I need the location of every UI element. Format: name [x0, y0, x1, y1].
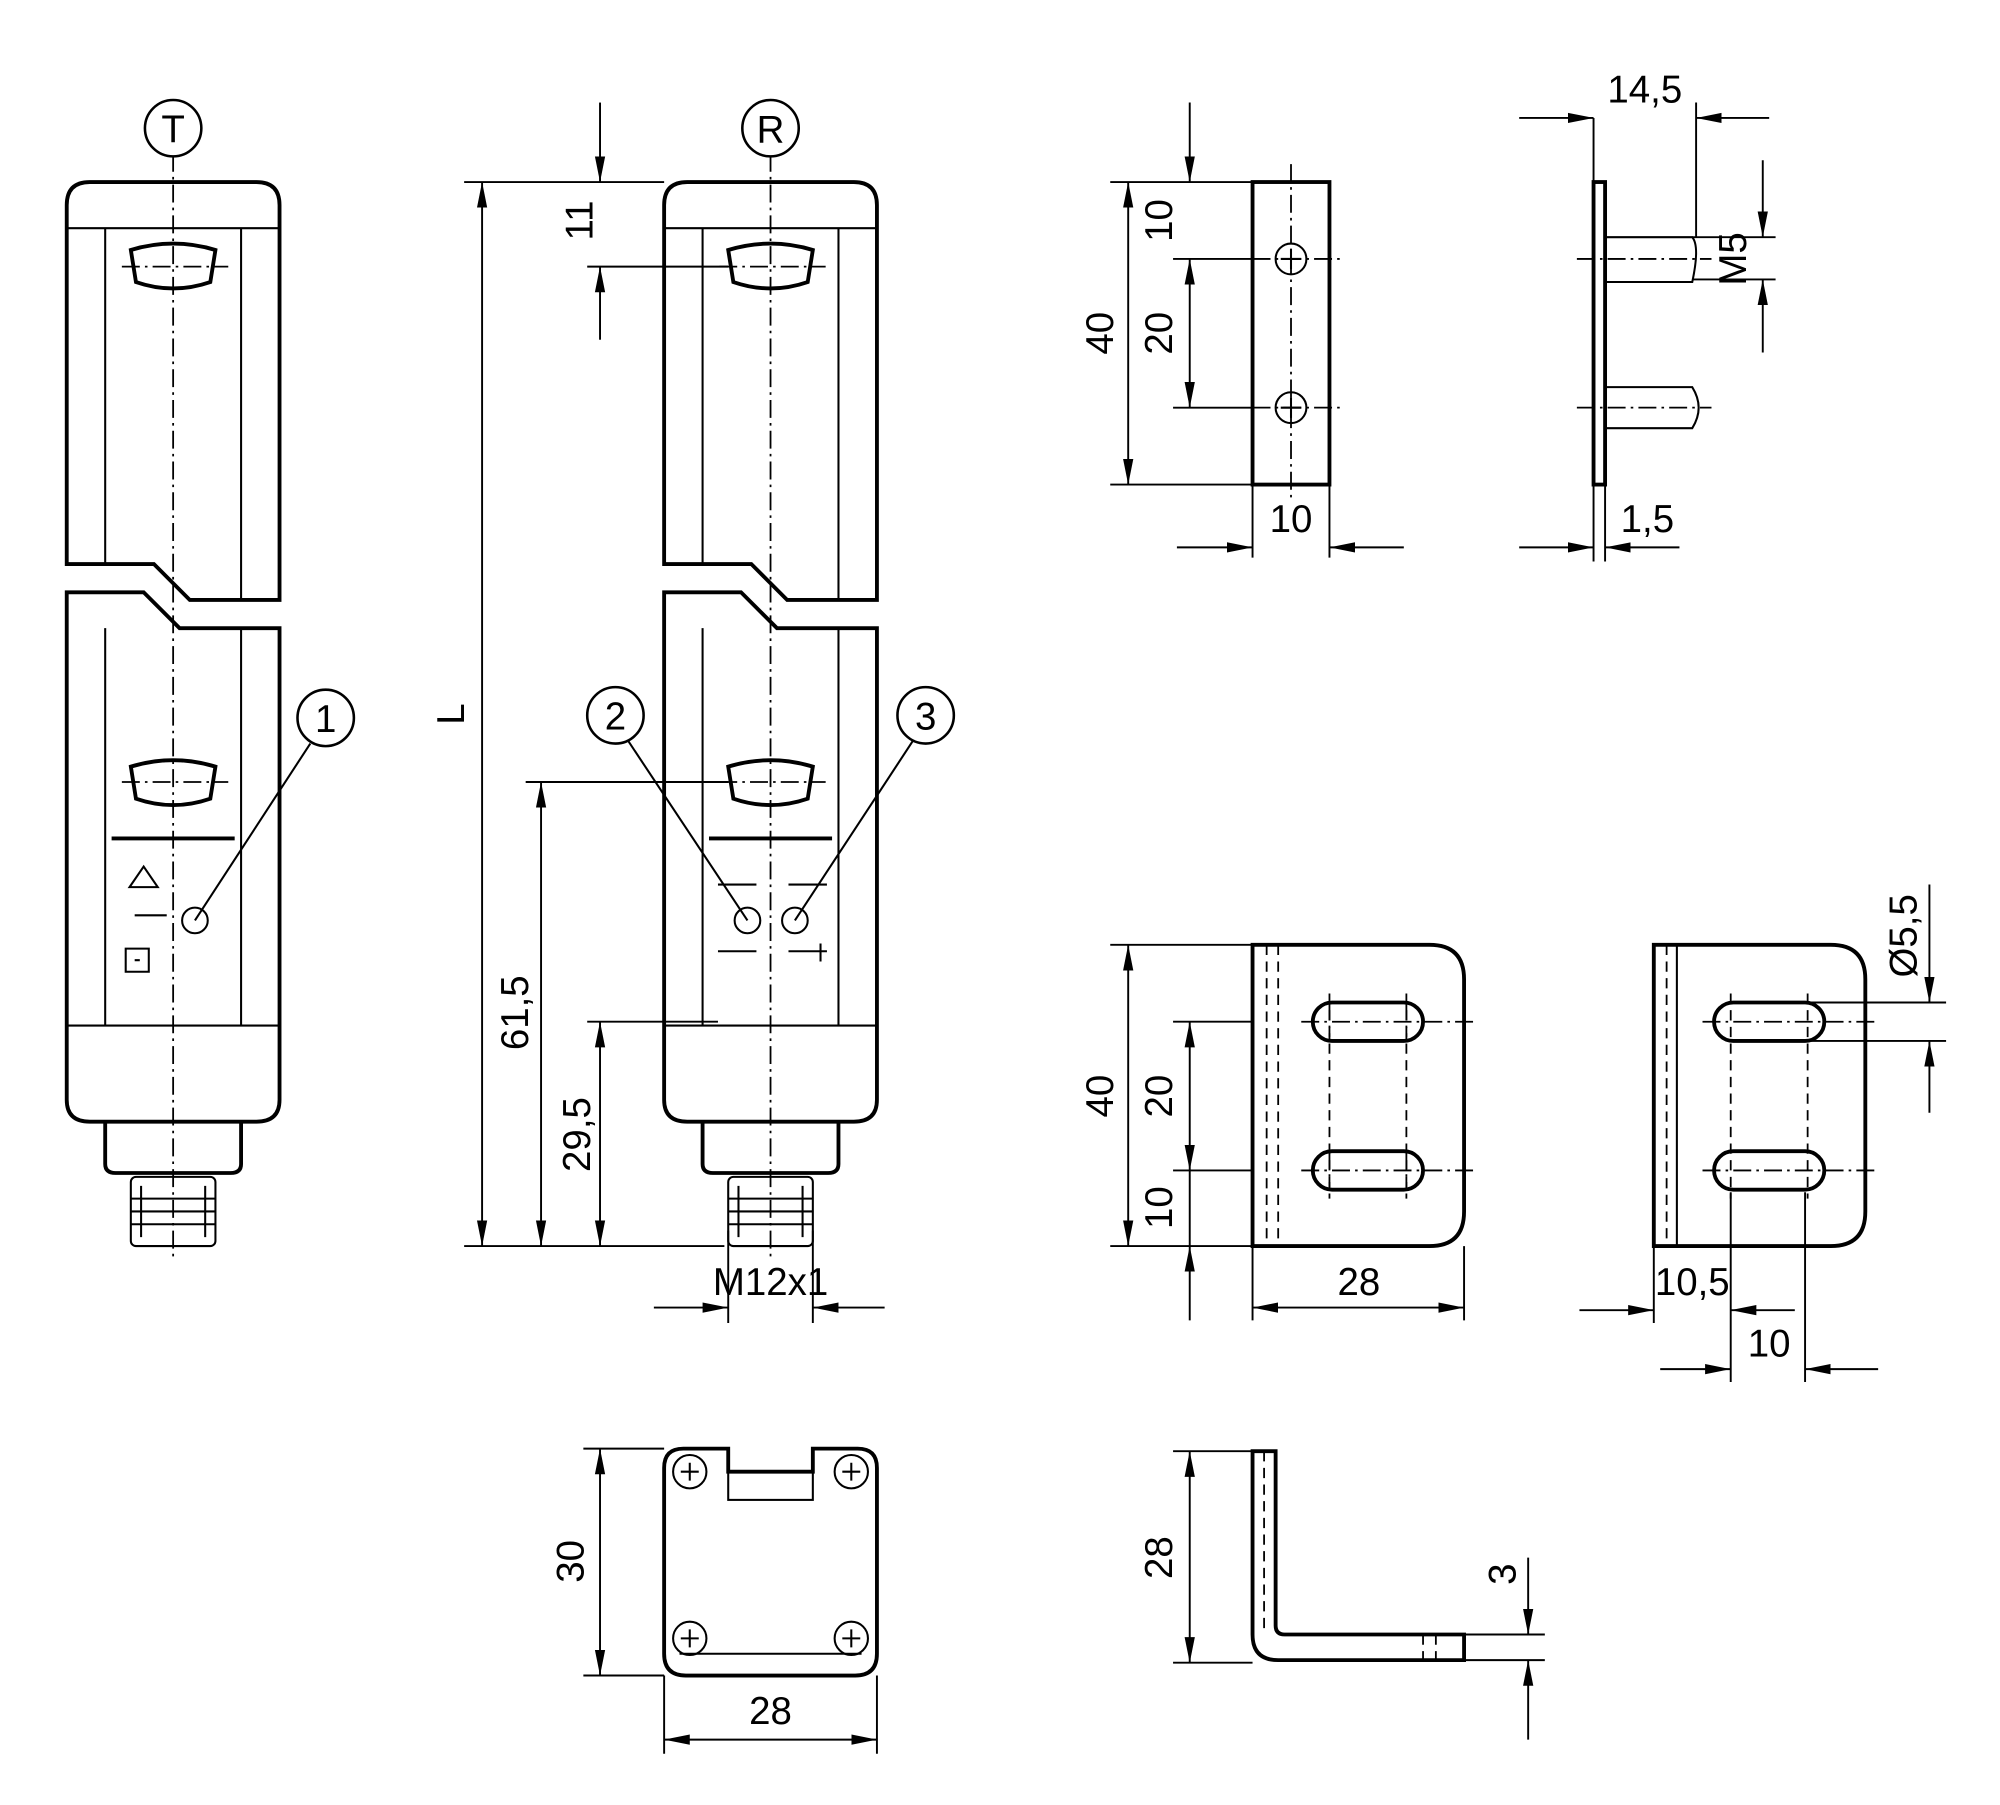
dim-lower-hole: 61,5 [494, 975, 537, 1050]
dim-height: 40 [1079, 312, 1122, 355]
dim-spacing: 20 [1138, 312, 1181, 355]
dim-thickness: 1,5 [1621, 498, 1674, 541]
dim-top-offset: 11 [558, 201, 601, 241]
callout-1-label: 1 [315, 698, 336, 741]
dim-hole: Ø5,5 [1883, 894, 1926, 977]
callout-3-label: 3 [915, 695, 936, 738]
dim-cap: 29,5 [556, 1097, 599, 1172]
dim-width: 10 [1270, 498, 1313, 541]
callout-2-label: 2 [605, 695, 626, 738]
transmitter-view: T 1 [64, 98, 356, 1259]
dim-spacing: 20 [1138, 1075, 1181, 1118]
dim-height: 40 [1079, 1075, 1122, 1118]
angle-bracket-front: 40 20 10 28 [1079, 942, 1475, 1321]
dim-top: 10 [1138, 199, 1181, 242]
dim-depth: 14,5 [1607, 69, 1682, 112]
angle-bracket-rear: Ø5,5 10,5 10 [1579, 884, 1947, 1382]
dim-thread: M12x1 [713, 1261, 828, 1304]
callout-r-label: R [757, 108, 785, 151]
dim-slot: 10 [1748, 1322, 1791, 1365]
receiver-view: R 2 3 L 11 61,5 29,5 M12x1 [430, 98, 956, 1323]
callout-1 [296, 688, 356, 748]
sensor-end-view: 30 28 [549, 1446, 879, 1754]
callout-t [143, 98, 203, 158]
dim-width: 28 [1338, 1261, 1381, 1304]
dim-width: 28 [749, 1690, 792, 1733]
dim-height: 28 [1138, 1536, 1181, 1579]
dim-offset: 10,5 [1655, 1261, 1730, 1304]
angle-bracket-side: 28 3 [1138, 1449, 1545, 1740]
callout-t-label: T [161, 108, 184, 151]
dim-thickness: 3 [1481, 1564, 1524, 1585]
dim-length: L [430, 703, 473, 724]
dim-height: 30 [549, 1540, 592, 1583]
small-bracket-side: 14,5 M5 1,5 [1519, 69, 1776, 562]
small-bracket-front: 40 10 20 10 [1079, 102, 1404, 558]
dim-thread-m5: M5 [1712, 232, 1755, 285]
dim-bottom: 10 [1138, 1186, 1181, 1229]
